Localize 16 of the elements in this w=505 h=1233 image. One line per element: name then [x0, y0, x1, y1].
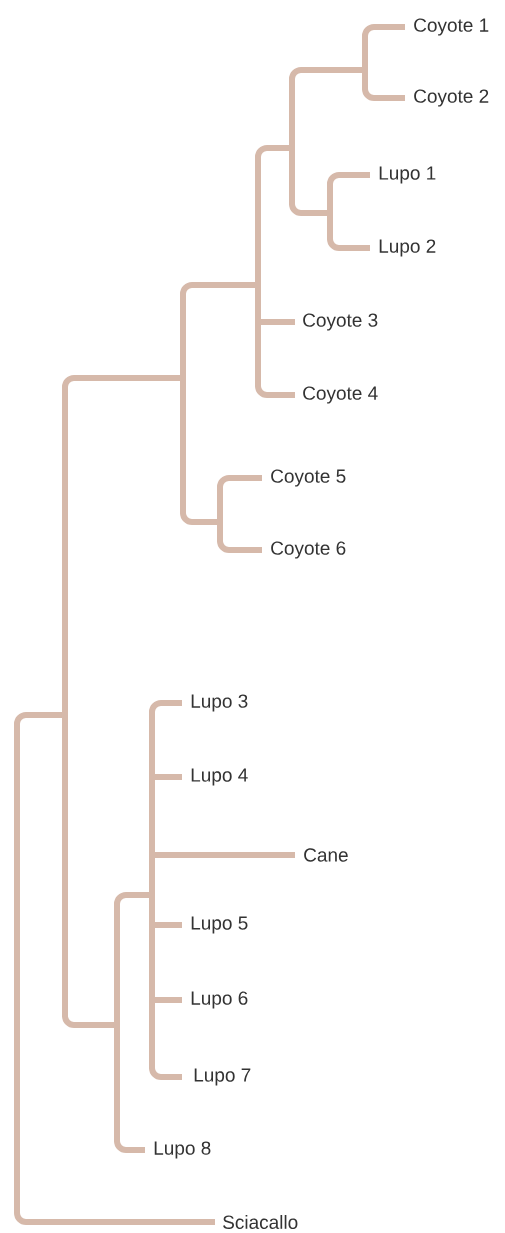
leaf-label: Lupo 1 [379, 166, 436, 184]
leaf-label: Sciacallo [223, 1215, 298, 1229]
leaf-label: Coyote 4 [303, 386, 378, 404]
leaf-label: Cane [304, 848, 348, 862]
leaf-label: Lupo 2 [379, 239, 436, 257]
leaf-label: Lupo 3 [191, 694, 248, 712]
leaf-label: Coyote 3 [303, 313, 378, 331]
leaf-label: Lupo 5 [191, 916, 248, 934]
leaf-label: Lupo 8 [154, 1141, 211, 1159]
leaf-label: Lupo 7 [194, 1068, 251, 1086]
leaf-label: Coyote 1 [414, 18, 489, 36]
leaf-label: Coyote 2 [414, 89, 489, 107]
leaf-label: Lupo 6 [191, 991, 248, 1009]
leaf-label: Coyote 6 [271, 541, 346, 559]
leaf-label: Lupo 4 [191, 768, 248, 786]
leaf-label: Coyote 5 [271, 469, 346, 487]
